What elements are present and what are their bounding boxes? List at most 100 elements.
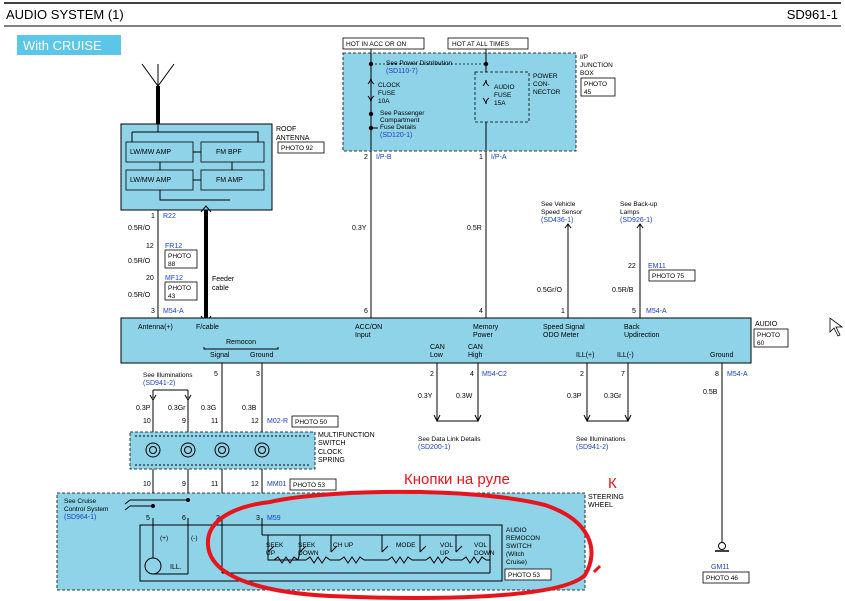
acc-pin: 6	[364, 308, 368, 315]
pin-ip-a: 1	[479, 154, 483, 161]
can-l-wire: 0.3Y	[418, 393, 433, 400]
hot-all-times: HOT AT ALL TIMES	[452, 41, 510, 48]
can-h-wire: 0.3W	[456, 393, 473, 400]
backup-see-2: Lamps	[620, 209, 640, 216]
see-passenger-2: Compartment	[380, 117, 420, 124]
junction-photo-2: 45	[584, 89, 592, 96]
btn-vol-up-1: VOL	[440, 542, 453, 549]
btn-seek-down-1: SEEK	[298, 542, 316, 549]
w-03b: 0.3B	[242, 405, 257, 412]
photo-mf12-2: 43	[168, 293, 176, 300]
steering-label-2: WHEEL	[588, 502, 613, 509]
see-ill-1: See Illuminations	[143, 372, 193, 379]
audio-unit-box	[120, 317, 752, 364]
backup-see-1: See Back-up	[620, 201, 658, 208]
clock-spring-coils	[145, 442, 270, 458]
backup-wire-label: 0.5R/B	[612, 287, 634, 294]
speed-pin: 1	[561, 308, 565, 315]
mm01-pin-10: 10	[143, 481, 151, 488]
clock-fuse-3: 10A	[378, 98, 390, 105]
audio-speed-2: ODO Meter	[543, 332, 579, 339]
audio-back-2: Updirection	[624, 332, 660, 339]
btn-vol-down-1: VOL	[474, 542, 487, 549]
m02-conn: M02-R	[267, 418, 288, 425]
wire-label-1: 0.5R/O	[128, 225, 151, 232]
variant-badge	[17, 35, 121, 55]
audio-fuse-1: AUDIO	[494, 84, 515, 91]
pin-ip-b: 2	[364, 154, 368, 161]
remocon-label-4: (Witch	[506, 551, 525, 558]
btn-seek-up-1: SEEK	[266, 542, 284, 549]
diagram-code: SD961-1	[787, 7, 838, 22]
junction-box-3: BOX	[580, 70, 594, 77]
gnd-wire: 0.5B	[703, 389, 718, 396]
btn-vol-down-2: DOWN	[474, 550, 495, 557]
roof-antenna-photo: PHOTO 92	[281, 145, 313, 152]
m59-pin-6: 6	[182, 515, 186, 522]
audio-can-high-1: CAN	[468, 344, 483, 351]
pin-5-remocon: 5	[214, 371, 218, 378]
see-data-link: See Data Link Details	[418, 436, 481, 443]
mem-wire-label: 0.5R	[467, 225, 482, 232]
hot-acc-on: HOT IN ACC OR ON	[346, 41, 406, 48]
audio-ill-m: ILL(-)	[617, 352, 634, 359]
wire-label-3: 0.5R/O	[128, 292, 151, 299]
see-cruise-ref: (SD964-1)	[64, 514, 96, 521]
see-ill-2-ref: (SD941-2)	[576, 444, 608, 451]
mfs-label-2: SWITCH	[318, 440, 346, 447]
audio-ground: Ground	[710, 352, 733, 359]
conn-r22: R22	[163, 213, 176, 220]
conn-m54: M54-A	[163, 308, 184, 315]
mm01-pin-9: 9	[182, 481, 186, 488]
m02-pin-9: 9	[182, 418, 186, 425]
backup-conn-2: M54-A	[646, 308, 667, 315]
pin-m54: 3	[151, 308, 155, 315]
audio-fuse-3: 15A	[494, 100, 506, 107]
see-data-link-ref: (SD200-1)	[418, 444, 450, 451]
conn-fr12: FR12	[165, 243, 182, 250]
see-passenger-ref: (SD120-1)	[380, 132, 412, 139]
annotation-text: Кнопки на руле	[404, 471, 510, 488]
lwmw-amp-1-label: LW/MW AMP	[130, 149, 171, 156]
remocon-switch-box	[139, 524, 503, 582]
power-connector-3: NECTOR	[533, 89, 561, 96]
audio-can-low-2: Low	[430, 352, 444, 359]
mm01-pin-11: 11	[211, 481, 218, 488]
remocon-label-2: REMOCON	[506, 535, 540, 542]
remocon-photo: PHOTO 53	[508, 572, 540, 579]
m59-pin-3: 3	[256, 515, 260, 522]
pin-r22: 1	[151, 213, 155, 220]
pin-3-remocon: 3	[256, 371, 260, 378]
btn-mode: MODE	[396, 542, 416, 549]
clock-spring-label-1: CLOCK	[318, 449, 342, 456]
variant-label: With CRUISE	[23, 38, 102, 53]
audio-ground-r: Ground	[250, 352, 273, 359]
audio-acc-1: ACC/ON	[355, 324, 382, 331]
mfs-label-1: MULTIFUNCTION	[318, 432, 375, 439]
remocon-label-3: SWITCH	[506, 543, 532, 550]
roof-antenna-box	[120, 123, 273, 211]
audio-signal: Signal	[210, 352, 230, 359]
pin-ill-m: 7	[621, 371, 625, 378]
feeder-label-1: Feeder	[212, 276, 235, 283]
see-passenger-1: See Passenger	[380, 110, 425, 117]
see-ill-2: See Illuminations	[576, 436, 626, 443]
fm-bpf-label: FM BPF	[216, 149, 242, 156]
ill-label: ILL.	[170, 564, 182, 571]
speed-see-2: Speed Sensor	[541, 209, 583, 216]
pin-ill-p: 2	[580, 371, 584, 378]
audio-photo-1: PHOTO	[757, 332, 780, 339]
photo-fr12-1: PHOTO	[168, 253, 191, 260]
audio-fuse-2: FUSE	[494, 92, 512, 99]
see-passenger-3: Fuse Details	[380, 124, 417, 131]
conn-can: M54-C2	[482, 371, 507, 378]
see-cruise-1: See Cruise	[64, 498, 97, 505]
m59-pin-5: 5	[146, 515, 150, 522]
audio-antenna-label: Antenna(+)	[138, 324, 173, 331]
w-03gr: 0.3Gr	[168, 405, 186, 412]
backup-ref: (SD926-1)	[620, 217, 652, 224]
audio-memory-2: Power	[473, 332, 494, 339]
ill-p-wire: 0.3P	[567, 393, 582, 400]
btn-seek-up-2: UP	[266, 550, 275, 557]
